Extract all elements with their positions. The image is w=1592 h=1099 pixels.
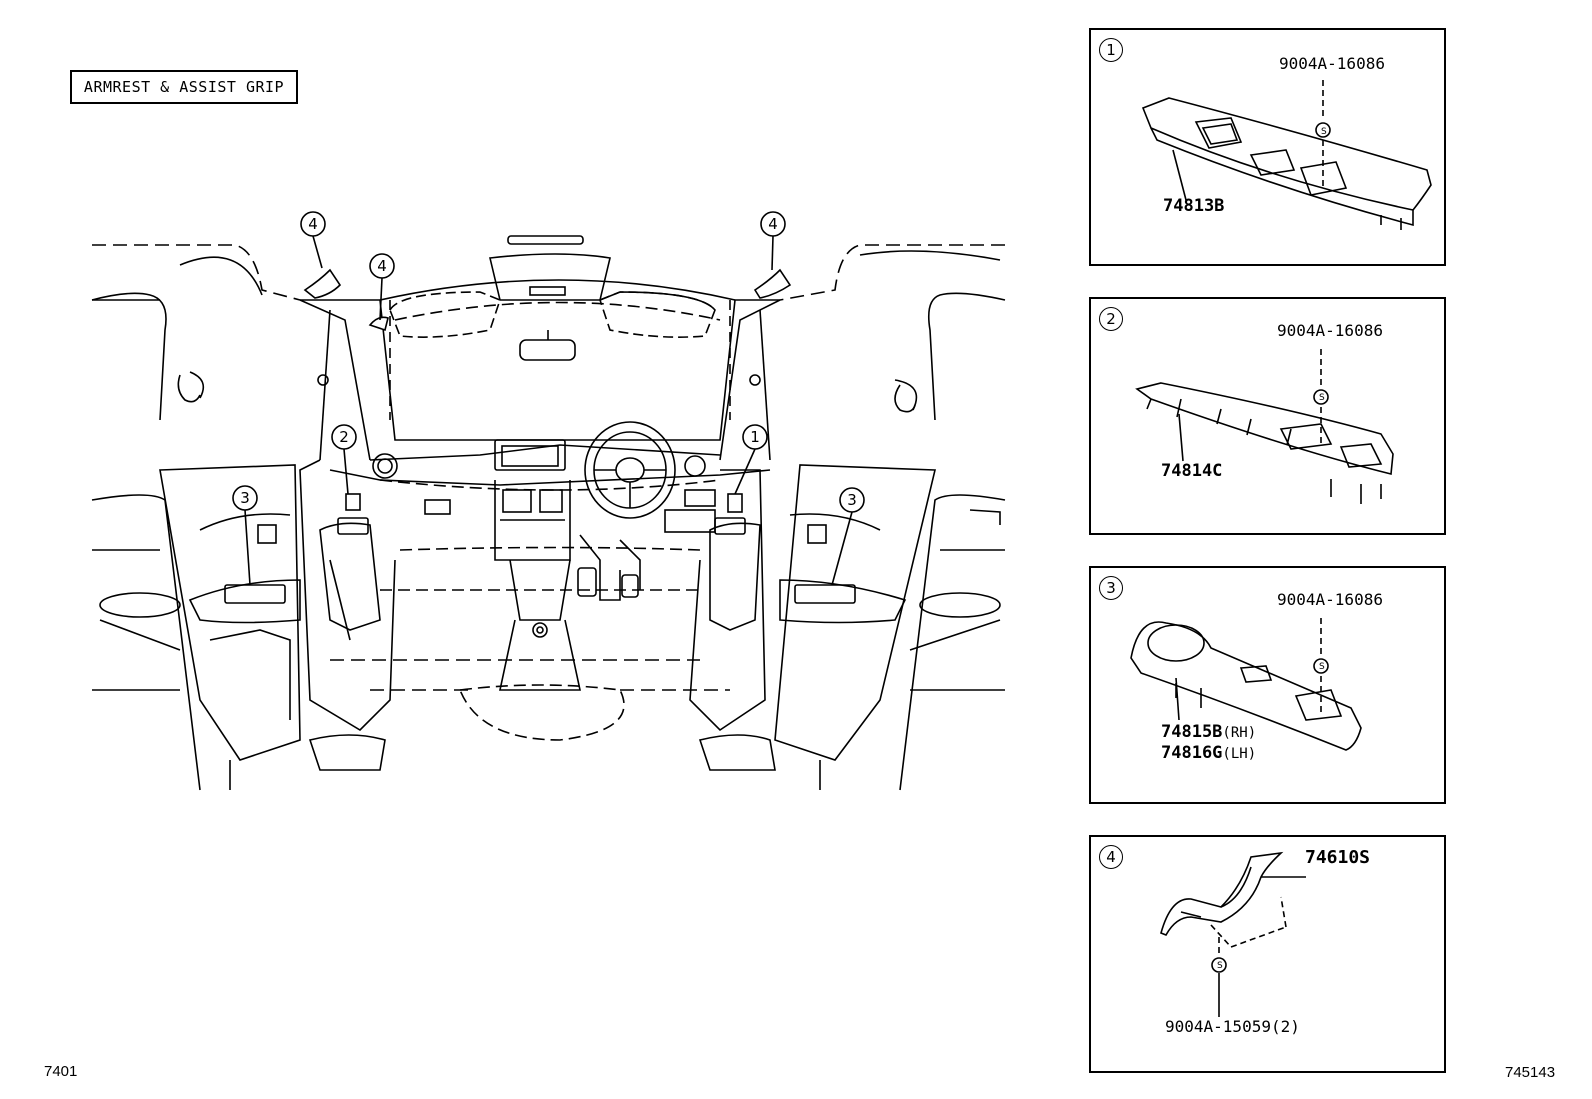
svg-text:S: S xyxy=(1321,127,1327,137)
screw-part-number: 9004A-16086 xyxy=(1277,590,1383,609)
panel-number: 1 xyxy=(1099,38,1123,62)
part-suffix: (RH) xyxy=(1222,725,1257,741)
part-number-74813B: 74813B xyxy=(1163,196,1225,216)
callout-4-left xyxy=(300,211,326,237)
screw-part-number: 9004A-16086 xyxy=(1279,54,1385,73)
svg-text:S: S xyxy=(1319,662,1325,672)
part-number-74816G: 74816G(LH) xyxy=(1161,743,1256,763)
diagram-title: ARMREST & ASSIST GRIP xyxy=(70,70,298,104)
detail-panel-2: 2 9004A-16086 74814C S xyxy=(1089,297,1446,535)
part-number: 74815B xyxy=(1161,722,1223,742)
screw-symbol: S xyxy=(1321,127,1327,137)
detail-panel-3: 3 9004A-16086 74815B(RH) 74816G(LH) S xyxy=(1089,566,1446,804)
screw-symbol: S xyxy=(1217,961,1223,971)
callout-label: 4 xyxy=(377,257,387,275)
panel-number: 3 xyxy=(1099,576,1123,600)
switch-base-drawing xyxy=(1130,618,1362,751)
illustration-code: 745143 xyxy=(1505,1064,1556,1081)
assist-grip-drawing xyxy=(1160,851,1306,1017)
car-interior-illustration: 4 4 4 2 1 3 3 xyxy=(91,211,1006,791)
callout-label: 4 xyxy=(768,215,778,233)
screw-part-number: 9004A-15059(2) xyxy=(1165,1017,1300,1036)
screw-symbol: S xyxy=(1319,393,1325,403)
panel-number: 4 xyxy=(1099,845,1123,869)
callout-label: 2 xyxy=(339,428,349,446)
callout-label: 3 xyxy=(847,491,857,509)
part-number: 74816G xyxy=(1161,743,1223,763)
callout-3-left xyxy=(232,485,258,511)
callout-4-center xyxy=(369,253,395,279)
detail-panel-1: 1 9004A-16086 74813B S xyxy=(1089,28,1446,266)
panel-number: 2 xyxy=(1099,307,1123,331)
switch-base-drawing xyxy=(1141,80,1432,230)
callout-4-right xyxy=(760,211,786,237)
screw-part-number: 9004A-16086 xyxy=(1277,321,1383,340)
detail-panel-4: 4 74610S 9004A-15059(2) S xyxy=(1089,835,1446,1073)
switch-base-drawing xyxy=(1135,349,1394,504)
callout-1 xyxy=(742,424,768,450)
callout-3-right xyxy=(839,487,865,513)
part-suffix: (LH) xyxy=(1222,746,1257,762)
svg-text:S: S xyxy=(1217,961,1223,971)
part-number-74814C: 74814C xyxy=(1161,461,1223,481)
callout-label: 1 xyxy=(750,428,760,446)
callout-2 xyxy=(331,424,357,450)
figure-number: 7401 xyxy=(44,1063,78,1080)
svg-text:S: S xyxy=(1319,393,1325,403)
callout-label: 4 xyxy=(308,215,318,233)
part-number-74815B: 74815B(RH) xyxy=(1161,722,1256,742)
screw-symbol: S xyxy=(1319,662,1325,672)
part-number-74610S: 74610S xyxy=(1305,847,1371,868)
callout-label: 3 xyxy=(240,489,250,507)
